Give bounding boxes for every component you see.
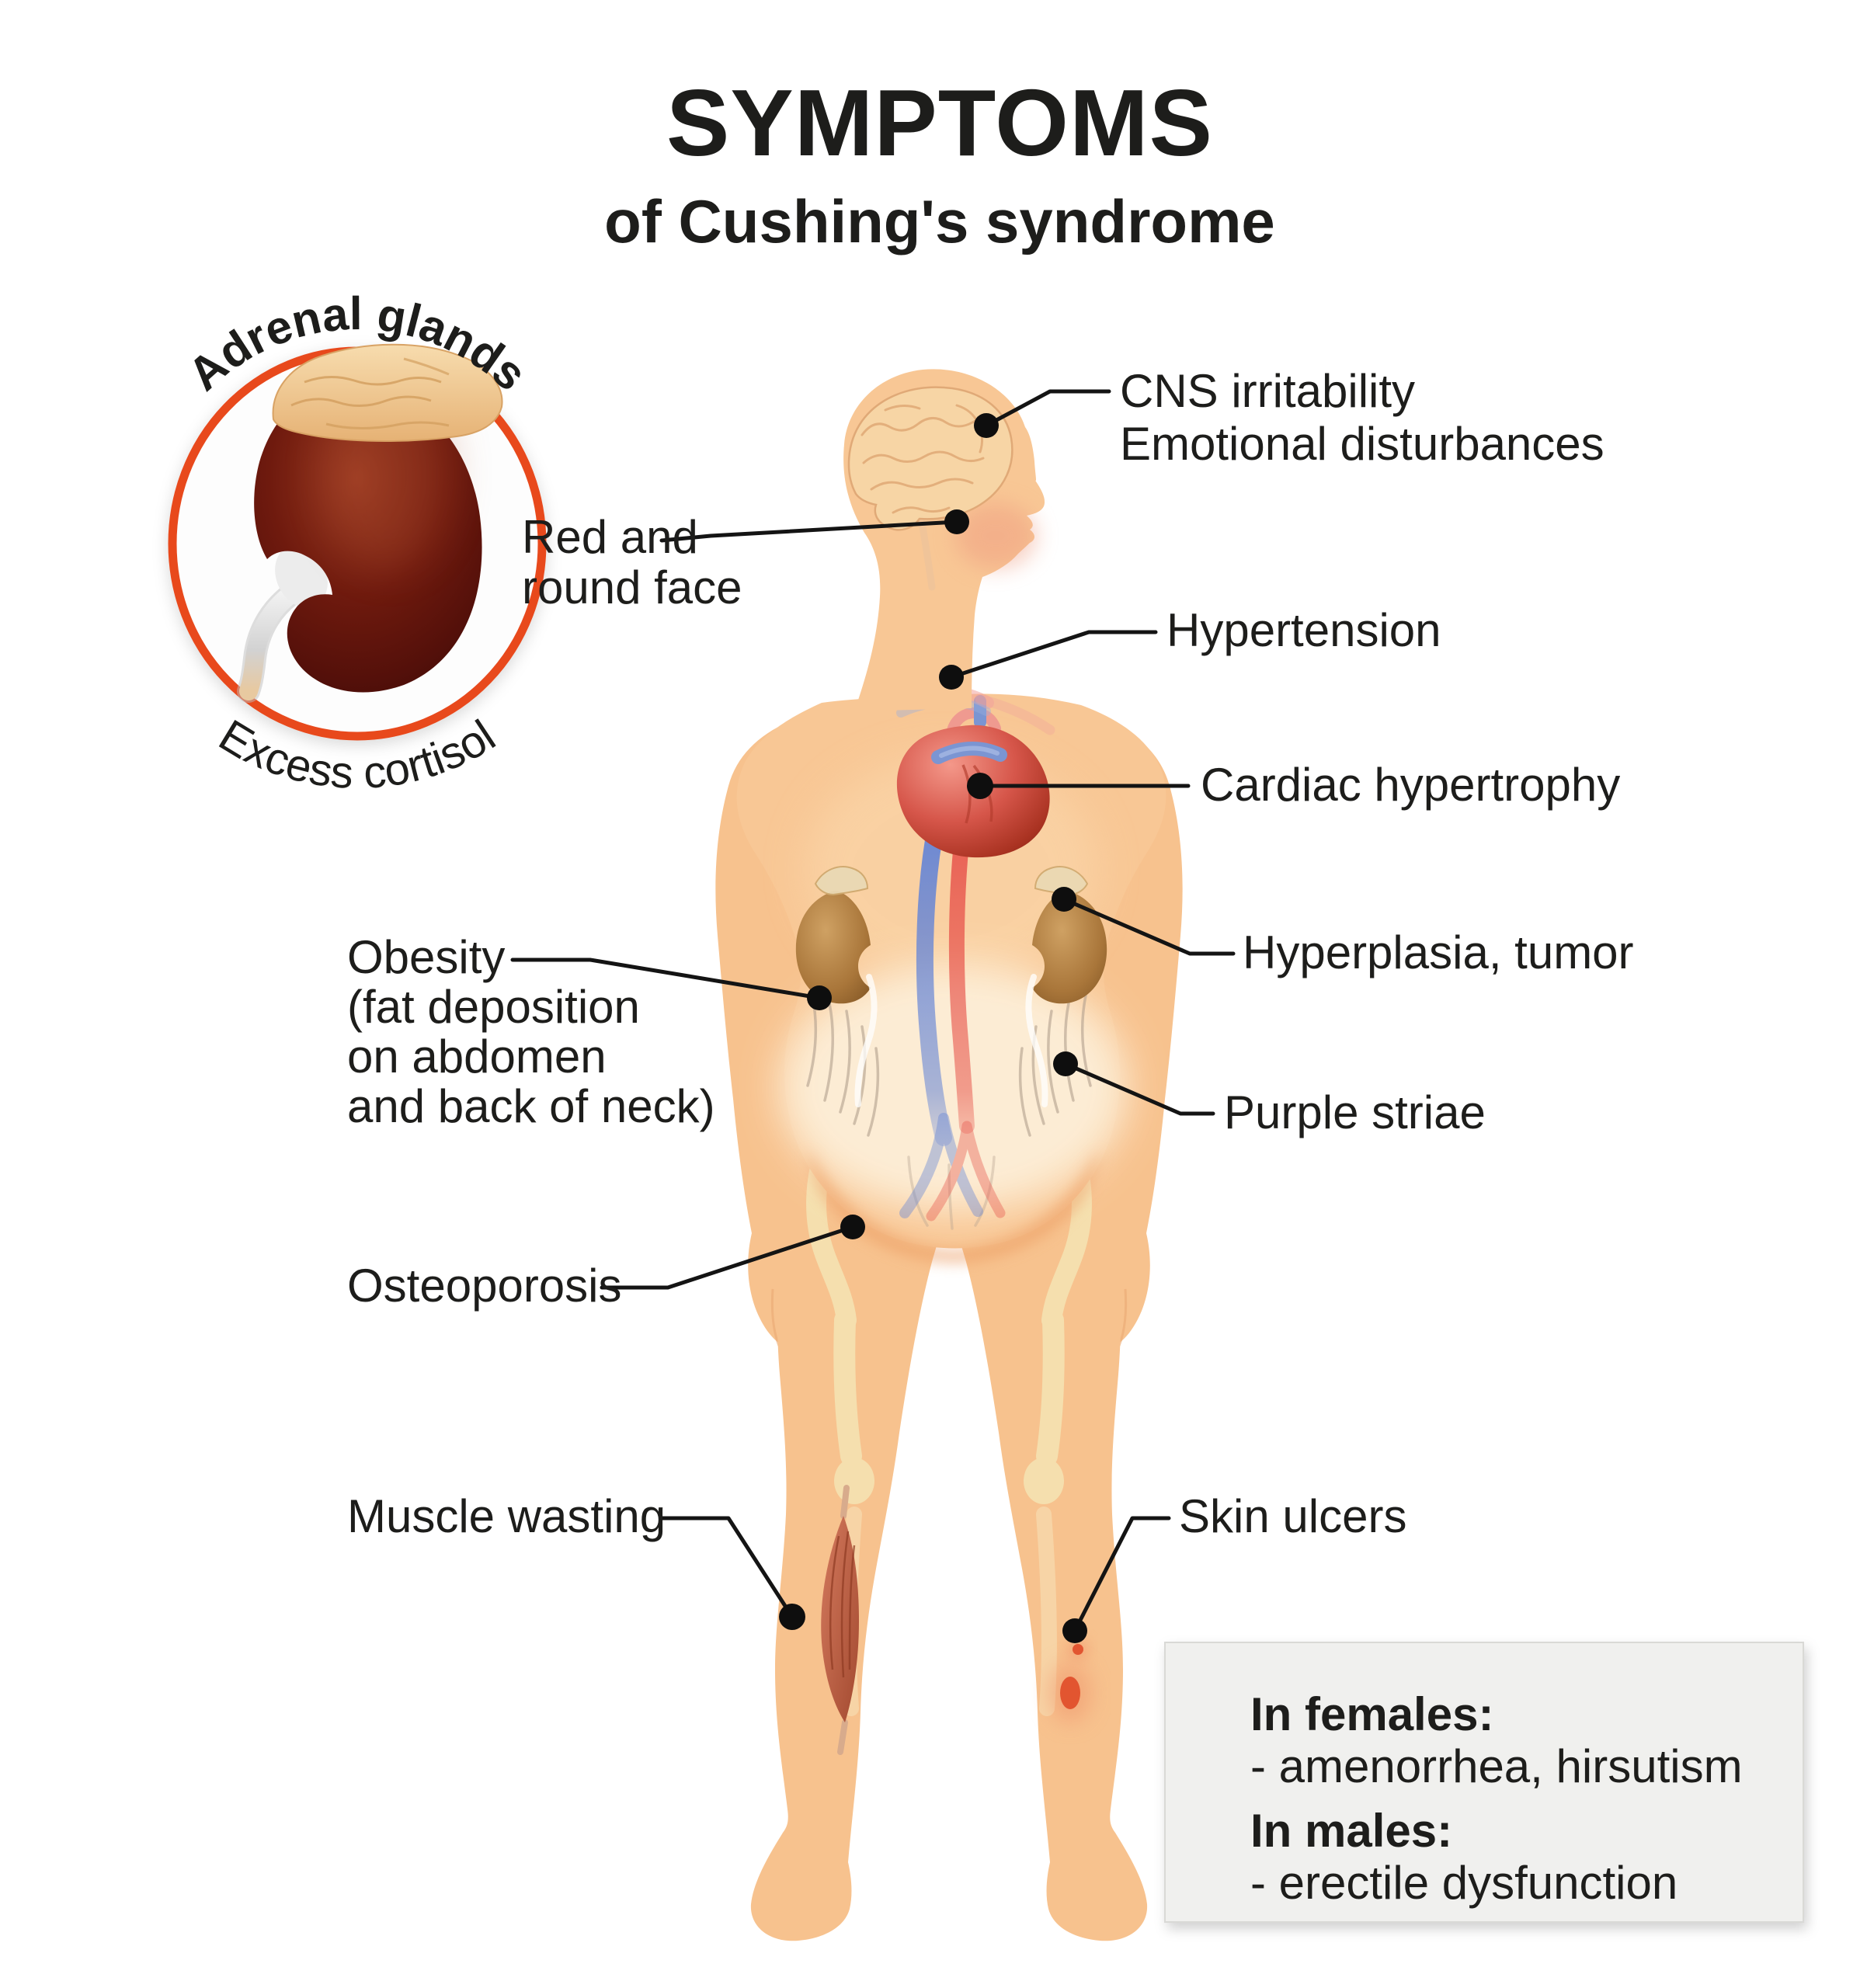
kidney-right-icon <box>1025 866 1107 1107</box>
leader-muscle-wasting <box>659 1516 794 1619</box>
aorta-icon <box>948 827 975 1134</box>
leader-dot-cns <box>974 413 999 438</box>
tibia-right <box>1036 1507 1057 1716</box>
brain-icon <box>847 386 1013 591</box>
leader-purple-striae <box>1063 1062 1215 1116</box>
ureter-right <box>1025 974 1048 1107</box>
label-cardiac: Cardiac hypertrophy <box>1201 759 1620 811</box>
adrenal-inset: Adrenal glands Excess cortisol <box>168 287 547 798</box>
label-purple-striae: Purple striae <box>1224 1086 1486 1138</box>
belly-shadow <box>808 1149 1100 1263</box>
knee-bone-left <box>834 1458 874 1504</box>
label-obesity-line4: and back of neck) <box>347 1080 715 1132</box>
leader-obesity <box>510 958 822 1000</box>
leader-lines <box>510 389 1236 1643</box>
info-box: In females: - amenorrhea, hirsutism In m… <box>1164 1642 1804 1923</box>
leader-dot-red-face <box>944 509 969 534</box>
label-cns-line1: CNS irritability <box>1120 365 1415 417</box>
info-females-heading: In females: <box>1250 1688 1493 1740</box>
human-body-illustration <box>715 369 1183 1941</box>
ureter-icon <box>239 579 308 700</box>
leader-hyperplasia <box>1062 897 1236 956</box>
leader-dot-obesity <box>807 985 832 1010</box>
leader-hypertension <box>949 630 1158 679</box>
info-males-heading: In males: <box>1250 1805 1452 1857</box>
symptom-labels: CNS irritability Emotional disturbances … <box>347 365 1634 1542</box>
leader-dot-muscle-wasting <box>779 1604 805 1630</box>
iliac-vessels <box>899 1113 1006 1222</box>
title-block: SYMPTOMS of Cushing's syndrome <box>604 70 1275 255</box>
leader-skin-ulcers <box>1073 1516 1171 1633</box>
adrenal-cap-right <box>1034 866 1089 896</box>
cheek-blush <box>955 503 1036 568</box>
page-title: SYMPTOMS <box>666 70 1213 176</box>
striae-lines-bottom <box>907 1156 996 1230</box>
leader-osteoporosis <box>600 1225 855 1290</box>
info-males-item: - erectile dysfunction <box>1250 1857 1678 1909</box>
leader-dot-hypertension <box>939 665 964 690</box>
label-red-face-line1: Red and <box>522 511 698 563</box>
muscle-wasting-icon <box>821 1485 859 1755</box>
belly-highlight <box>779 963 1128 1211</box>
leader-cns <box>984 389 1111 428</box>
label-hypertension: Hypertension <box>1166 604 1441 656</box>
vena-cava-icon <box>916 818 952 1146</box>
label-obesity-line3: on abdomen <box>347 1030 607 1083</box>
label-cns-line2: Emotional disturbances <box>1120 418 1605 470</box>
label-osteoporosis: Osteoporosis <box>347 1260 622 1312</box>
leader-dot-osteoporosis <box>840 1215 865 1239</box>
info-females-item: - amenorrhea, hirsutism <box>1250 1740 1743 1792</box>
kidney-left-icon <box>795 866 878 1107</box>
femur-left <box>833 1309 862 1467</box>
leader-dot-purple-striae <box>1053 1051 1078 1076</box>
page-subtitle: of Cushing's syndrome <box>604 187 1275 255</box>
skin-ulcer-spots <box>1050 1639 1090 1722</box>
label-obesity-line2: (fat deposition <box>347 981 640 1033</box>
leader-dot-hyperplasia <box>1052 887 1076 912</box>
ureter-left <box>854 974 878 1107</box>
femur-right <box>1036 1309 1065 1467</box>
label-hyperplasia: Hyperplasia, tumor <box>1243 926 1634 978</box>
leader-red-face <box>659 520 959 543</box>
knee-bone-right <box>1024 1458 1064 1504</box>
adrenal-gland-icon <box>272 343 503 442</box>
info-box-panel <box>1164 1642 1804 1923</box>
adrenal-cap-left <box>814 866 869 896</box>
leader-dot-cardiac <box>967 773 993 799</box>
label-obesity-line1: Obesity <box>347 931 505 983</box>
label-skin-ulcers: Skin ulcers <box>1179 1490 1406 1542</box>
label-muscle-wasting: Muscle wasting <box>347 1490 666 1542</box>
leader-dot-skin-ulcers <box>1062 1618 1087 1643</box>
label-red-face-line2: round face <box>522 561 742 613</box>
